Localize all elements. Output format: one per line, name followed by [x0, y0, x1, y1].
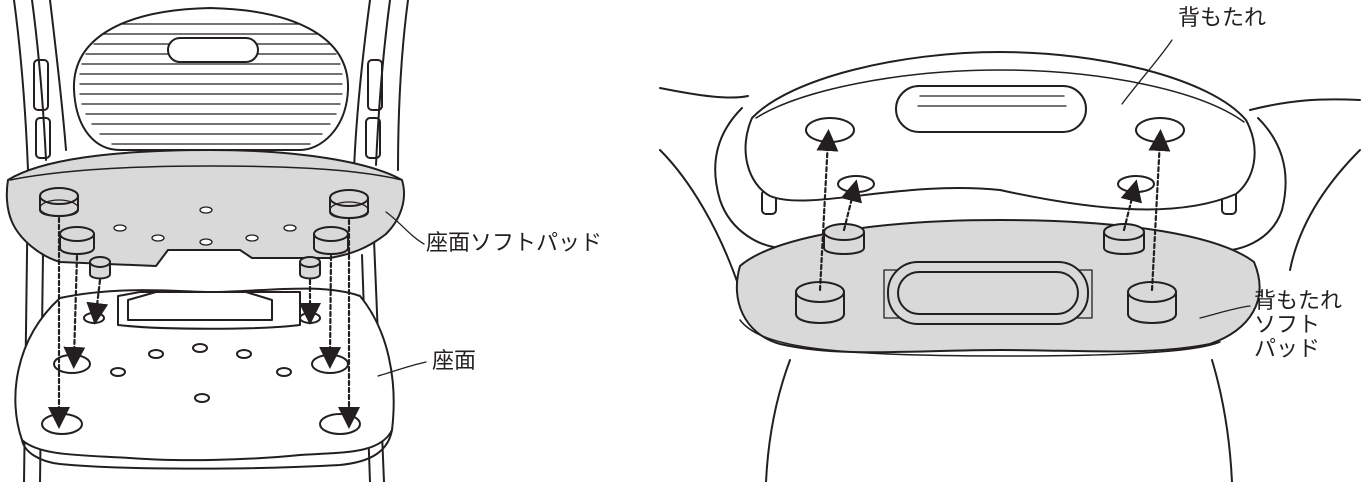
backrest-illustration — [659, 39, 1361, 482]
pad-peg — [329, 189, 369, 219]
left-side-slot-upper — [33, 59, 49, 111]
seat-assembly-arrows — [48, 216, 360, 429]
backrest-socket — [1135, 117, 1185, 143]
right-side-slot-upper — [367, 59, 383, 111]
pad-peg — [39, 187, 79, 217]
backrest-soft-pad — [735, 219, 1261, 357]
seat-hole — [194, 393, 210, 403]
backrest-pad-peg — [1127, 281, 1177, 324]
seat-hole — [83, 312, 105, 324]
backrest-pad-peg — [823, 223, 865, 255]
seat-soft-pad — [5, 149, 405, 280]
seat-hole — [192, 343, 208, 353]
seat-hole — [148, 349, 164, 359]
backrest-soft-pad-label: 背もたれ ソフト パッド — [1254, 290, 1342, 362]
seat-hole — [319, 413, 361, 435]
pad-peg — [59, 226, 95, 255]
backrest-label: 背もたれ — [1178, 6, 1267, 31]
backrest-assembly-arrows — [816, 129, 1171, 292]
seat-board — [14, 287, 395, 470]
backrest-soft-pad-label-line2: ソフト — [1254, 313, 1321, 338]
backrest-leader — [1121, 39, 1173, 105]
seat-soft-pad-leader — [385, 211, 425, 245]
backrest-soft-pad-leader — [1199, 305, 1251, 319]
backrest-handle-slot — [167, 37, 259, 63]
pad-peg-small — [89, 256, 111, 280]
seat-soft-pad-label: 座面ソフトパッド — [426, 231, 603, 256]
backrest-soft-pad-label-line3: パッド — [1254, 337, 1321, 362]
backrest-socket — [1117, 175, 1155, 193]
seat-hole — [110, 367, 126, 377]
backrest-pad-peg — [1103, 223, 1145, 255]
backrest-pad-peg — [795, 281, 845, 324]
seat-leader — [377, 361, 427, 377]
right-side-slot-lower — [365, 117, 381, 159]
seat-backrest-ribbed — [72, 7, 350, 151]
backrest-socket — [837, 175, 875, 193]
seat-hole — [236, 349, 252, 359]
left-side-slot-lower — [35, 117, 51, 159]
pad-peg-small — [299, 256, 321, 280]
seat-hole — [41, 413, 83, 435]
seat-hole — [276, 367, 292, 377]
chair-body-outline — [659, 87, 1361, 111]
seat-illustration — [5, 0, 427, 482]
seat-label: 座面 — [432, 349, 477, 374]
pad-peg — [313, 226, 349, 255]
seat-hole — [299, 312, 321, 324]
backrest-soft-pad-label-line1: 背もたれ — [1254, 289, 1343, 314]
backrest-socket — [805, 117, 855, 143]
backrest-shell — [744, 51, 1256, 211]
